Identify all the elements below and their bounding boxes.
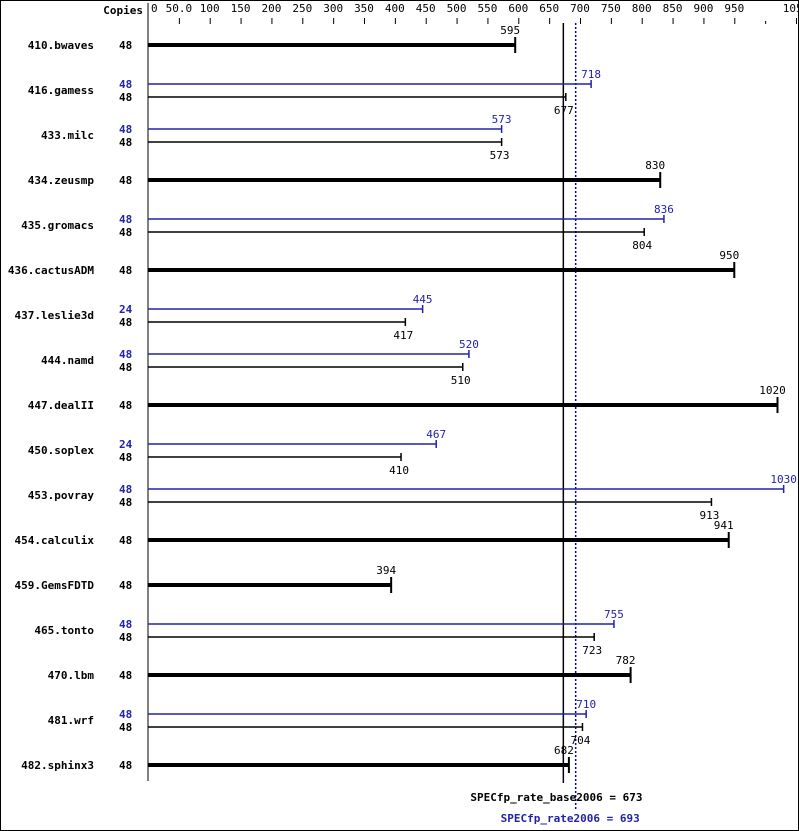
benchmark-label: 470.lbm (48, 669, 95, 682)
benchmark-label: 450.soplex (28, 444, 95, 457)
base-value-label: 410 (389, 464, 409, 477)
benchmark-label: 453.povray (28, 489, 95, 502)
base-value-label: 677 (554, 104, 574, 117)
peak-copies: 48 (119, 708, 132, 721)
base-copies: 48 (119, 91, 132, 104)
base-copies: 48 (119, 399, 132, 412)
x-tick-label: 250 (292, 2, 312, 15)
base-value-label: 573 (490, 149, 510, 162)
base-value-label: 804 (632, 239, 652, 252)
base-copies: 48 (119, 226, 132, 239)
peak-copies: 24 (119, 303, 133, 316)
x-tick-label: 500 (447, 2, 467, 15)
benchmark-label: 434.zeusmp (28, 174, 95, 187)
peak-value-label: 520 (459, 338, 479, 351)
x-tick-label: 300 (323, 2, 343, 15)
base-copies: 48 (119, 496, 132, 509)
x-tick-label: 700 (570, 2, 590, 15)
peak-value-label: 718 (581, 68, 601, 81)
base-copies: 48 (119, 361, 132, 374)
base-value-label: 682 (554, 744, 574, 757)
base-copies: 48 (119, 264, 132, 277)
base-copies: 48 (119, 174, 132, 187)
base-value-label: 417 (393, 329, 413, 342)
base-copies: 48 (119, 579, 132, 592)
base-value-label: 1020 (759, 384, 786, 397)
base-copies: 48 (119, 669, 132, 682)
benchmark-label: 436.cactusADM (8, 264, 94, 277)
x-tick-label: 350 (354, 2, 374, 15)
x-tick-label: 800 (632, 2, 652, 15)
base-value-label: 704 (571, 734, 591, 747)
base-copies: 48 (119, 451, 132, 464)
peak-copies: 48 (119, 618, 132, 631)
benchmark-label: 481.wrf (48, 714, 94, 727)
peak-copies: 48 (119, 78, 132, 91)
benchmark-label: 454.calculix (15, 534, 95, 547)
base-value-label: 510 (451, 374, 471, 387)
x-tick-label: 150 (231, 2, 251, 15)
base-copies: 48 (119, 721, 132, 734)
peak-value-label: 836 (654, 203, 674, 216)
benchmark-label: 459.GemsFDTD (15, 579, 95, 592)
base-value-label: 941 (714, 519, 734, 532)
x-tick-label: 550 (477, 2, 497, 15)
x-tick-label: 1050 (783, 2, 798, 15)
x-tick-label: 100 (200, 2, 220, 15)
base-value-label: 723 (582, 644, 602, 657)
peak-value-label: 710 (576, 698, 596, 711)
base-value-label: 782 (616, 654, 636, 667)
base-value-label: 913 (700, 509, 720, 522)
base-copies: 48 (119, 39, 132, 52)
base-copies: 48 (119, 631, 132, 644)
base-value-label: 830 (645, 159, 665, 172)
x-tick-label: 200 (261, 2, 281, 15)
peak-summary-label: SPECfp_rate2006 = 693 (501, 812, 640, 825)
benchmark-label: 465.tonto (34, 624, 94, 637)
benchmark-label: 482.sphinx3 (21, 759, 94, 772)
peak-value-label: 467 (426, 428, 446, 441)
x-tick-label: 900 (693, 2, 713, 15)
peak-value-label: 573 (492, 113, 512, 126)
base-value-label: 394 (376, 564, 396, 577)
x-tick-label: 50.0 (166, 2, 193, 15)
peak-copies: 48 (119, 483, 132, 496)
x-tick-label: 400 (385, 2, 405, 15)
base-copies: 48 (119, 136, 132, 149)
peak-copies: 48 (119, 213, 132, 226)
base-value-label: 950 (719, 249, 739, 262)
base-copies: 48 (119, 316, 132, 329)
peak-value-label: 445 (413, 293, 433, 306)
x-tick-label: 0 (151, 2, 158, 15)
benchmark-label: 433.milc (41, 129, 94, 142)
x-tick-label: 750 (601, 2, 621, 15)
base-copies: 48 (119, 534, 132, 547)
peak-copies: 48 (119, 348, 132, 361)
x-tick-label: 650 (539, 2, 559, 15)
copies-header: Copies (103, 4, 143, 17)
base-value-label: 595 (500, 24, 520, 37)
base-copies: 48 (119, 759, 132, 772)
benchmark-label: 410.bwaves (28, 39, 94, 52)
benchmark-label: 447.dealII (28, 399, 94, 412)
benchmark-label: 435.gromacs (21, 219, 94, 232)
x-tick-label: 950 (724, 2, 744, 15)
benchmark-label: 416.gamess (28, 84, 94, 97)
x-tick-label: 850 (663, 2, 683, 15)
x-tick-label: 450 (416, 2, 436, 15)
peak-copies: 48 (119, 123, 132, 136)
peak-value-label: 755 (604, 608, 624, 621)
benchmark-label: 444.namd (41, 354, 94, 367)
base-summary-label: SPECfp_rate_base2006 = 673 (470, 791, 642, 804)
x-tick-label: 600 (508, 2, 528, 15)
peak-value-label: 1030 (770, 473, 797, 486)
peak-copies: 24 (119, 438, 133, 451)
benchmark-label: 437.leslie3d (15, 309, 94, 322)
